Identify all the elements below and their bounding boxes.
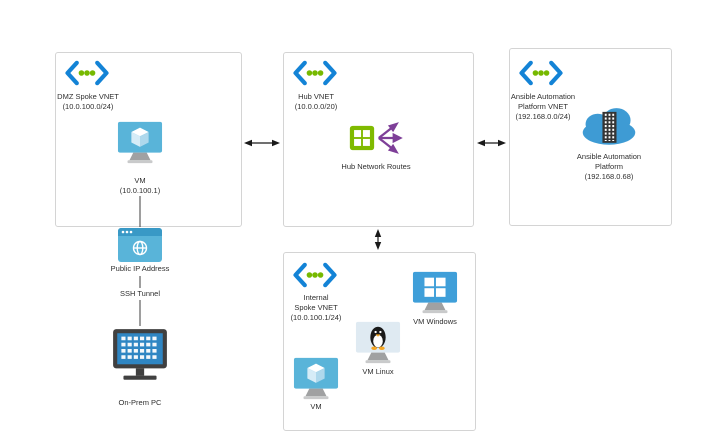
vm-linux-label: VM Linux <box>362 367 394 376</box>
vnet-icon <box>292 60 338 86</box>
hub-routes-label: Hub Network Routes <box>341 162 411 171</box>
ansible-vnet-title: Ansible Automation Platform VNET (192.16… <box>510 92 576 121</box>
route-table-icon <box>348 118 404 158</box>
vnet-icon <box>518 60 564 86</box>
ansible-platform-label: Ansible Automation Platform (192.168.0.6… <box>576 152 642 181</box>
vm-windows-icon <box>412 270 458 316</box>
cloud-platform-icon <box>579 103 639 147</box>
vnet-icon <box>64 60 110 86</box>
dmz-vm-label: VM (10.0.100.1) <box>119 176 161 195</box>
internal-vnet-title: Internal Spoke VNET (10.0.100.1/24) <box>290 293 342 322</box>
vnet-icon <box>292 262 338 288</box>
onprem-pc-icon <box>110 328 170 384</box>
vm-linux-icon <box>355 320 401 366</box>
dmz-vnet-title: DMZ Spoke VNET (10.0.100.0/24) <box>57 92 119 111</box>
hub-vnet-container <box>283 52 474 227</box>
public-ip-icon <box>117 227 163 263</box>
vm-icon <box>117 120 163 166</box>
vm-icon <box>293 356 339 402</box>
internal-vm-label: VM <box>310 402 322 411</box>
hub-vnet-title: Hub VNET (10.0.0.0/20) <box>294 92 338 111</box>
ssh-tunnel-label: SSH Tunnel <box>119 289 161 298</box>
onprem-pc-label: On-Prem PC <box>118 398 162 407</box>
public-ip-label: Public IP Address <box>110 264 170 273</box>
vm-windows-label: VM Windows <box>413 317 457 326</box>
